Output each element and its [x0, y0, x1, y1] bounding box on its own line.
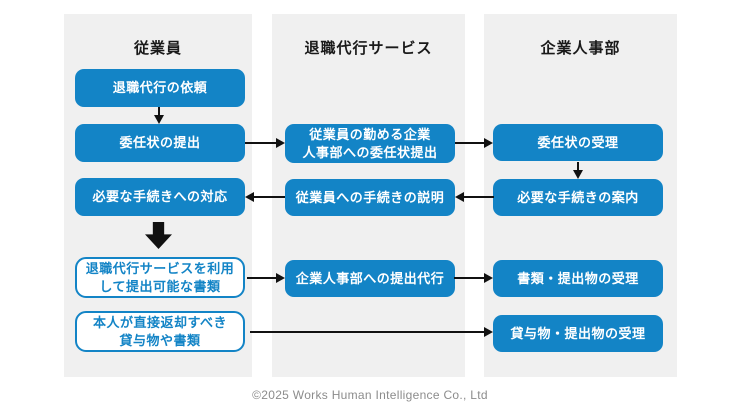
box-receive-documents-submissions: 書類・提出物の受理 — [493, 260, 663, 297]
arrow-direct-return-employee-to-hr — [250, 331, 484, 333]
arrow-guidance-hr-to-service — [464, 196, 494, 198]
copyright-text: ©2025 Works Human Intelligence Co., Ltd — [252, 388, 488, 402]
arrow-poa-service-to-hr — [455, 142, 484, 144]
box-proxy-submission-to-hr: 企業人事部への提出代行 — [285, 260, 455, 297]
box-items-to-return-directly: 本人が直接返却すべき 貸与物や書類 — [75, 311, 245, 352]
column-title-company-hr: 企業人事部 — [540, 40, 621, 57]
column-title-agency-service: 退職代行サービス — [304, 40, 433, 57]
arrow-down-icon — [158, 107, 160, 115]
arrow-explanation-service-to-employee — [254, 196, 285, 198]
box-receive-lent-items-submissions: 貸与物・提出物の受理 — [493, 315, 663, 352]
arrow-poa-employee-to-service — [245, 142, 276, 144]
box-receive-power-of-attorney: 委任状の受理 — [493, 124, 663, 161]
box-guide-required-procedures: 必要な手続きの案内 — [493, 179, 663, 216]
box-documents-submittable-via-agency: 退職代行サービスを利用 して提出可能な書類 — [75, 257, 245, 298]
arrow-down-icon — [577, 162, 579, 170]
column-title-employee: 従業員 — [133, 40, 182, 57]
box-handle-required-procedures: 必要な手続きへの対応 — [75, 178, 245, 216]
box-submit-power-of-attorney: 委任状の提出 — [75, 124, 245, 162]
box-explain-procedures-to-employee: 従業員への手続きの説明 — [285, 179, 455, 216]
box-request-resignation-agency: 退職代行の依頼 — [75, 69, 245, 107]
arrow-proxy-service-to-hr — [454, 277, 484, 279]
box-submit-poa-to-employer-hr: 従業員の勤める企業 人事部への委任状提出 — [285, 124, 455, 163]
arrow-documents-employee-to-service — [247, 277, 276, 279]
